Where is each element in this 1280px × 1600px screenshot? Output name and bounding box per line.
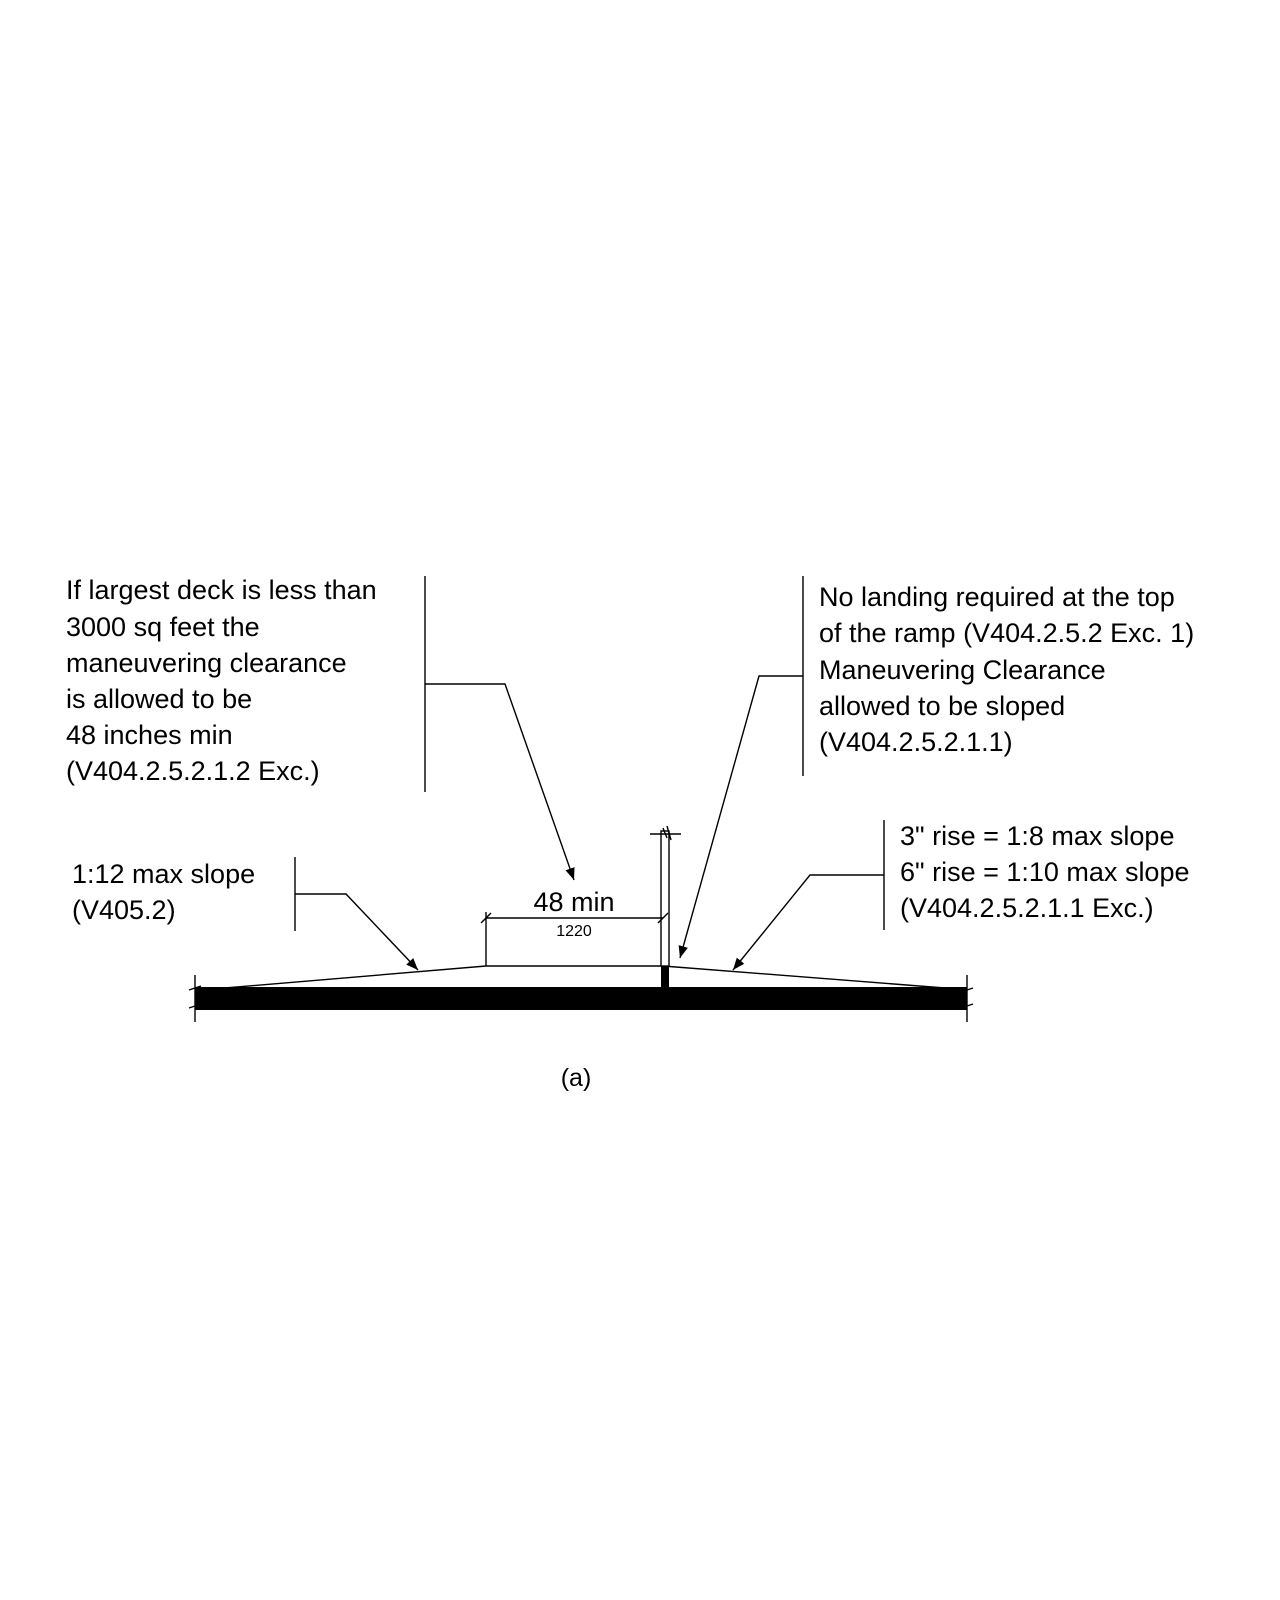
landing-note-line: No landing required at the top <box>819 582 1175 612</box>
ramp-right <box>662 965 946 989</box>
dimension-secondary: 1220 <box>556 923 592 940</box>
landing-note: No landing required at the top of the ra… <box>819 582 1194 757</box>
dimension-tick-left <box>480 912 492 924</box>
deck-note-line: is allowed to be <box>66 684 252 714</box>
wall-break-mark <box>650 825 681 841</box>
ground-slab <box>195 987 967 1010</box>
right-slope-leader <box>732 874 884 971</box>
deck-note-line: 48 inches min <box>66 720 233 750</box>
deck-note-leader <box>425 683 575 881</box>
deck-note-line: If largest deck is less than <box>66 575 377 605</box>
landing-note-line: allowed to be sloped <box>819 691 1065 721</box>
left-slope-line: 1:12 max slope <box>72 859 255 889</box>
gangway-wall <box>660 830 670 967</box>
dimension-primary: 48 min <box>533 887 614 917</box>
deck-note-line: maneuvering clearance <box>66 648 347 678</box>
right-slope-line: (V404.2.5.2.1.1 Exc.) <box>900 893 1154 923</box>
landing-note-line: (V404.2.5.2.1.1) <box>819 727 1013 757</box>
left-slope-note: 1:12 max slope (V405.2) <box>72 859 255 925</box>
landing-note-line: of the ramp (V404.2.5.2 Exc. 1) <box>819 618 1194 648</box>
right-slope-note: 3" rise = 1:8 max slope 6" rise = 1:10 m… <box>900 821 1190 923</box>
right-slope-line: 3" rise = 1:8 max slope <box>900 821 1174 851</box>
right-slope-line: 6" rise = 1:10 max slope <box>900 857 1190 887</box>
deck-note: If largest deck is less than 3000 sq fee… <box>66 575 377 786</box>
slab-break-left <box>188 975 202 1022</box>
ramp-left <box>224 965 487 989</box>
left-slope-line: (V405.2) <box>72 895 176 925</box>
dimension-tick-right <box>657 912 669 924</box>
deck-note-line: 3000 sq feet the <box>66 612 260 642</box>
deck-note-line: (V404.2.5.2.1.2 Exc.) <box>66 756 320 786</box>
landing-note-line: Maneuvering Clearance <box>819 655 1106 685</box>
left-slope-leader <box>295 893 419 971</box>
figure-caption: (a) <box>561 1064 592 1092</box>
landing-note-leader <box>678 675 803 959</box>
slab-break-right <box>960 975 974 1022</box>
gangway-post <box>661 966 669 988</box>
